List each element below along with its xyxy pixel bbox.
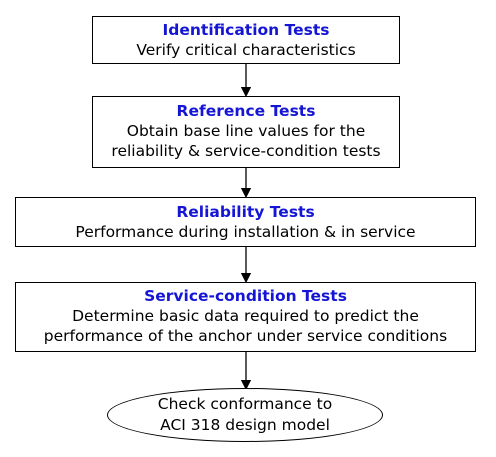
step-title: Identification Tests [162,21,330,39]
step-description: Verify critical characteristics [136,41,356,59]
step-description-line-1: Obtain base line values for the [126,122,366,140]
step-description-line-1: Determine basic data required to predict… [72,307,419,325]
end-line-2: ACI 318 design model [160,416,330,434]
step-reliability-tests: Reliability Tests Performance during ins… [15,197,476,247]
step-title: Reliability Tests [176,203,315,221]
step-description: Performance during installation & in ser… [75,223,416,241]
step-reference-tests: Reference Tests Obtain base line values … [92,96,400,168]
step-description-line-2: reliability & service-condition tests [111,142,381,160]
step-title: Service-condition Tests [144,287,347,305]
step-service-condition-tests: Service-condition Tests Determine basic … [15,282,476,352]
end-terminal-conformance-check: Check conformance to ACI 318 design mode… [107,388,383,442]
end-line-1: Check conformance to [157,395,333,413]
step-description-line-2: performance of the anchor under service … [43,327,448,345]
step-identification-tests: Identification Tests Verify critical cha… [92,16,400,64]
step-title: Reference Tests [176,102,316,120]
